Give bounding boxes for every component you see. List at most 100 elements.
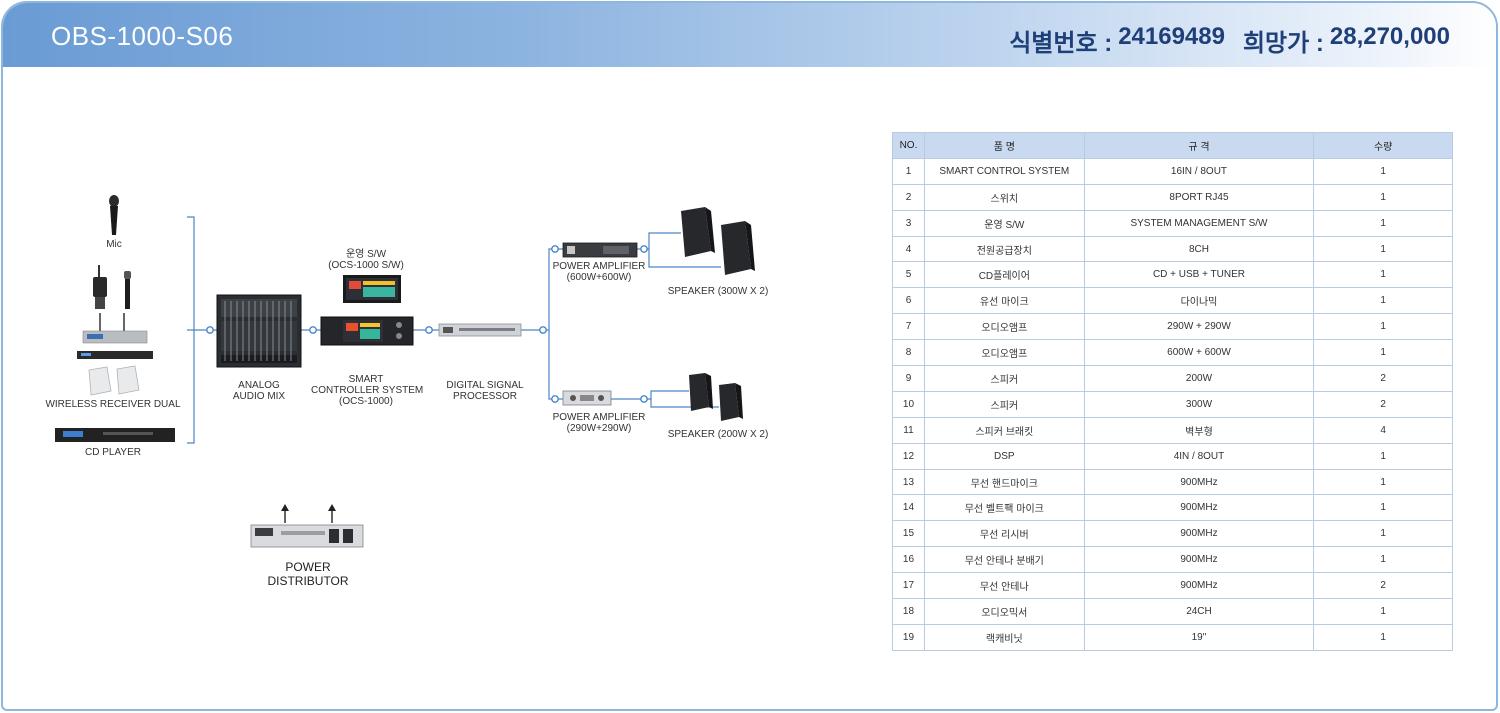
cell-name: 운영 S/W	[923, 209, 1085, 237]
cell-name: 무선 핸드마이크	[923, 468, 1085, 496]
amp-600-line-1: POWER AMPLIFIER	[552, 261, 646, 272]
cell-no: 16	[892, 546, 925, 574]
cell-no: 10	[892, 390, 925, 418]
cell-qty: 1	[1313, 313, 1453, 341]
cell-qty: 1	[1313, 520, 1453, 548]
cell-spec: 24CH	[1083, 598, 1315, 625]
cell-name: 오디오앰프	[923, 313, 1085, 341]
cell-name: 랙캐비닛	[923, 623, 1085, 651]
cell-no: 3	[892, 209, 925, 237]
cell-spec: 900MHz	[1083, 572, 1315, 600]
cell-spec: 600W + 600W	[1083, 339, 1315, 367]
cell-qty: 1	[1313, 287, 1453, 315]
cell-name: 무선 안테나 분배기	[923, 546, 1085, 574]
antenna-icon	[88, 365, 140, 396]
cell-name: 스피커	[923, 365, 1085, 392]
analog-mix-line-1: ANALOG	[238, 380, 280, 391]
cell-name: 오디오믹서	[923, 598, 1085, 625]
table-header-row: NO. 품 명 규 격 수량	[892, 132, 1453, 159]
cell-spec: 900MHz	[1083, 468, 1315, 496]
cell-qty: 1	[1313, 157, 1453, 185]
header-bar: OBS-1000-S06 식별번호 : 24169489 희망가 : 28,27…	[3, 3, 1496, 67]
sw-screen-icon	[343, 275, 401, 303]
mixer-channel-strips	[224, 301, 292, 361]
cell-spec: 290W + 290W	[1083, 313, 1315, 341]
cell-no: 2	[892, 183, 925, 211]
cell-no: 19	[892, 623, 925, 651]
cell-no: 6	[892, 287, 925, 315]
amp-600-line-2: (600W+600W)	[566, 272, 632, 283]
cell-name: 무선 벨트팩 마이크	[923, 494, 1085, 522]
cell-spec: 19"	[1083, 623, 1315, 651]
dsp-line-2: PROCESSOR	[453, 391, 517, 402]
price-group: 희망가 : 28,270,000	[1243, 23, 1450, 58]
cell-qty: 1	[1313, 339, 1453, 367]
dsp-line-1: DIGITAL SIGNAL	[446, 380, 524, 391]
smart-controller-line-1: SMART	[348, 374, 384, 385]
cell-name: 스위치	[923, 183, 1085, 211]
cell-no: 4	[892, 235, 925, 263]
cell-name: 전원공급장치	[923, 235, 1085, 263]
header-spec: 규 격	[1083, 132, 1315, 159]
cell-name: 오디오앰프	[923, 339, 1085, 367]
cell-qty: 1	[1313, 598, 1453, 625]
analog-mix-line-2: AUDIO MIX	[232, 391, 286, 402]
cell-qty: 4	[1313, 416, 1453, 444]
speaker-300-icon	[681, 207, 755, 275]
cd-player-icon	[55, 428, 175, 442]
connector-dots	[206, 245, 648, 403]
power-distributor-icon	[250, 504, 364, 548]
cell-spec: 8CH	[1083, 235, 1315, 263]
cell-qty: 1	[1313, 442, 1453, 470]
cell-spec: 16IN / 8OUT	[1083, 157, 1315, 185]
cell-no: 11	[892, 416, 925, 444]
power-distributor-line-1: POWER	[285, 560, 331, 574]
cell-name: 무선 리시버	[923, 520, 1085, 548]
diagram-graphics	[55, 195, 755, 548]
cell-no: 7	[892, 313, 925, 341]
header-qty: 수량	[1313, 132, 1453, 159]
cell-no: 8	[892, 339, 925, 367]
cell-no: 18	[892, 598, 925, 625]
mic-icon	[109, 195, 119, 235]
smart-controller-line-3: (OCS-1000)	[339, 396, 393, 407]
amp-290-line-2: (290W+290W)	[566, 423, 632, 434]
price-label: 희망가 :	[1242, 30, 1324, 57]
speaker-200-icon	[689, 373, 743, 421]
power-distributor-line-2: DISTRIBUTOR	[267, 574, 349, 588]
cell-spec: CD + USB + TUNER	[1083, 261, 1315, 289]
cd-player-label: CD PLAYER	[85, 447, 141, 458]
sw-line-2: (OCS-1000 S/W)	[328, 260, 404, 271]
cell-spec: 다이나믹	[1083, 287, 1315, 315]
cell-qty: 2	[1313, 390, 1453, 418]
id-value: 24169489	[1118, 23, 1225, 50]
cell-spec: 200W	[1083, 365, 1315, 392]
analog-mixer-icon	[216, 294, 302, 368]
power-distributor-label: POWER DISTRIBUTOR	[253, 560, 363, 588]
smart-controller-label: SMART CONTROLLER SYSTEM (OCS-1000)	[311, 374, 424, 407]
mic-label: Mic	[106, 239, 122, 250]
cell-name: 유선 마이크	[923, 287, 1085, 315]
cell-spec: 900MHz	[1083, 546, 1315, 574]
smart-controller-line-2: CONTROLLER SYSTEM	[311, 385, 424, 396]
cell-spec: SYSTEM MANAGEMENT S/W	[1083, 209, 1315, 237]
cell-spec: 벽부형	[1083, 416, 1315, 444]
cell-qty: 2	[1313, 365, 1453, 392]
cell-no: 17	[892, 572, 925, 600]
cell-qty: 1	[1313, 209, 1453, 237]
cell-qty: 1	[1313, 235, 1453, 263]
amp-290-line-1: POWER AMPLIFIER	[552, 412, 646, 423]
